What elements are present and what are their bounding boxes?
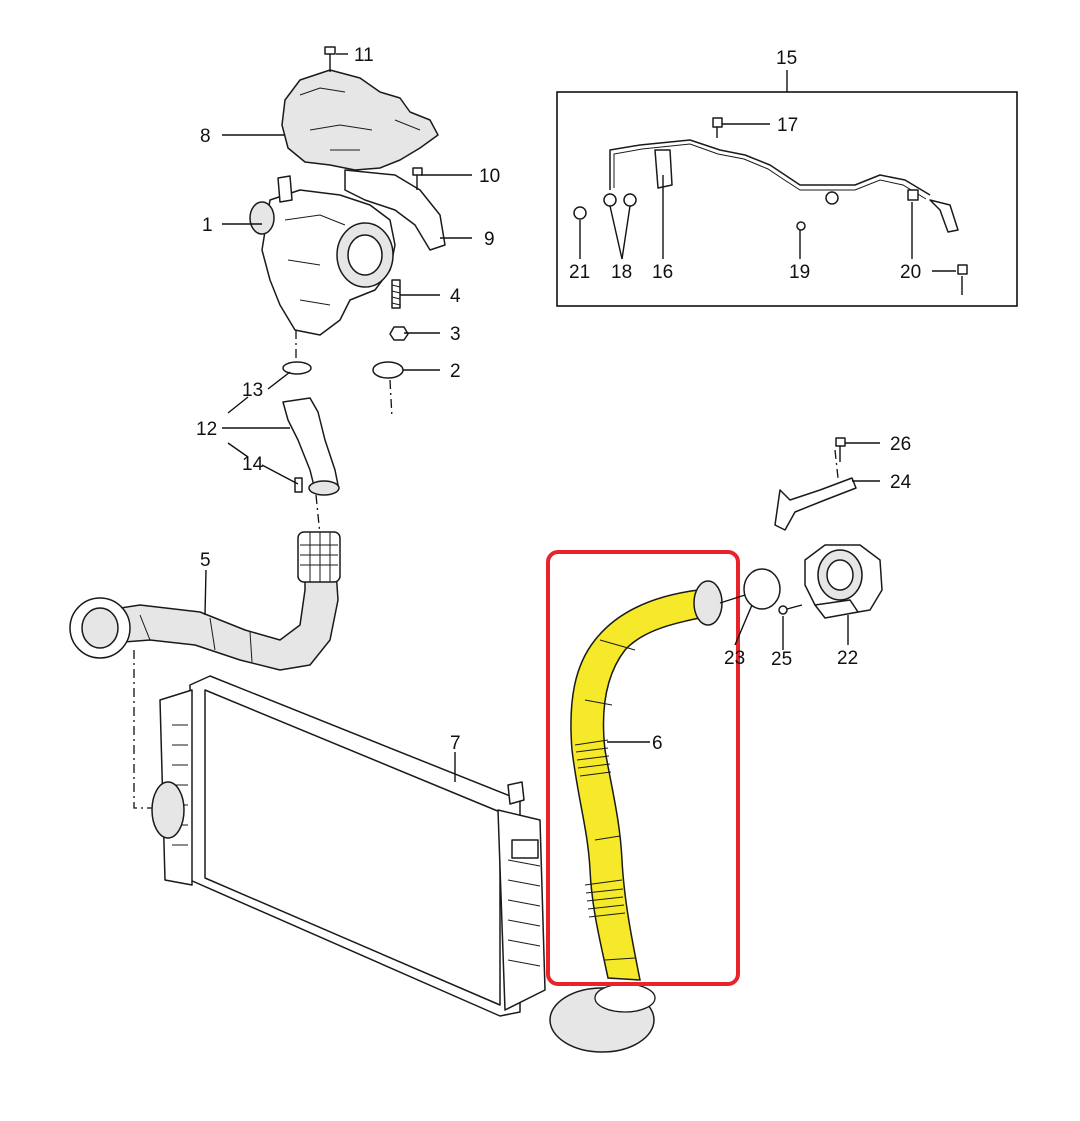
callout-21: 21 bbox=[569, 262, 590, 283]
o-ring bbox=[743, 568, 781, 610]
callout-6: 6 bbox=[652, 733, 663, 754]
callout-16: 16 bbox=[652, 262, 673, 283]
callout-25: 25 bbox=[771, 649, 792, 670]
callout-12: 12 bbox=[196, 419, 217, 440]
stud bbox=[391, 279, 401, 309]
bolt-26 bbox=[835, 437, 846, 462]
callout-17: 17 bbox=[777, 115, 798, 136]
callout-4: 4 bbox=[450, 286, 461, 307]
callout-13: 13 bbox=[242, 380, 263, 401]
turbo-bracket bbox=[344, 169, 446, 251]
callout-22: 22 bbox=[837, 648, 858, 669]
turbocharger bbox=[249, 175, 396, 336]
turbo-outlet-pipe bbox=[282, 361, 340, 496]
bracket bbox=[774, 477, 857, 531]
throttle-body bbox=[804, 544, 883, 619]
callout-20: 20 bbox=[900, 262, 921, 283]
callout-5: 5 bbox=[200, 550, 211, 571]
charge-air-hose-left bbox=[69, 531, 341, 671]
highlighted-charge-air-hose bbox=[549, 580, 723, 1053]
callout-1: 1 bbox=[202, 215, 213, 236]
callout-24: 24 bbox=[890, 472, 912, 493]
callout-26: 26 bbox=[890, 434, 911, 455]
callout-3: 3 bbox=[450, 324, 461, 345]
callout-18: 18 bbox=[611, 262, 632, 283]
callout-8: 8 bbox=[200, 126, 211, 147]
bolt-10 bbox=[412, 167, 423, 190]
callout-7: 7 bbox=[450, 733, 461, 754]
nut bbox=[389, 326, 409, 341]
callout-10: 10 bbox=[479, 166, 500, 187]
gasket-ring bbox=[372, 361, 404, 379]
callout-9: 9 bbox=[484, 229, 495, 250]
callout-14: 14 bbox=[242, 454, 264, 475]
callout-19: 19 bbox=[789, 262, 810, 283]
bolt-top bbox=[324, 46, 336, 72]
heat-shield bbox=[281, 69, 439, 171]
intercooler bbox=[151, 675, 546, 1017]
callout-11: 11 bbox=[354, 45, 374, 66]
screw-25 bbox=[778, 604, 803, 615]
callout-2: 2 bbox=[450, 361, 461, 382]
callout-23: 23 bbox=[724, 648, 745, 669]
callout-15: 15 bbox=[776, 48, 797, 69]
highlight-box bbox=[546, 550, 740, 986]
